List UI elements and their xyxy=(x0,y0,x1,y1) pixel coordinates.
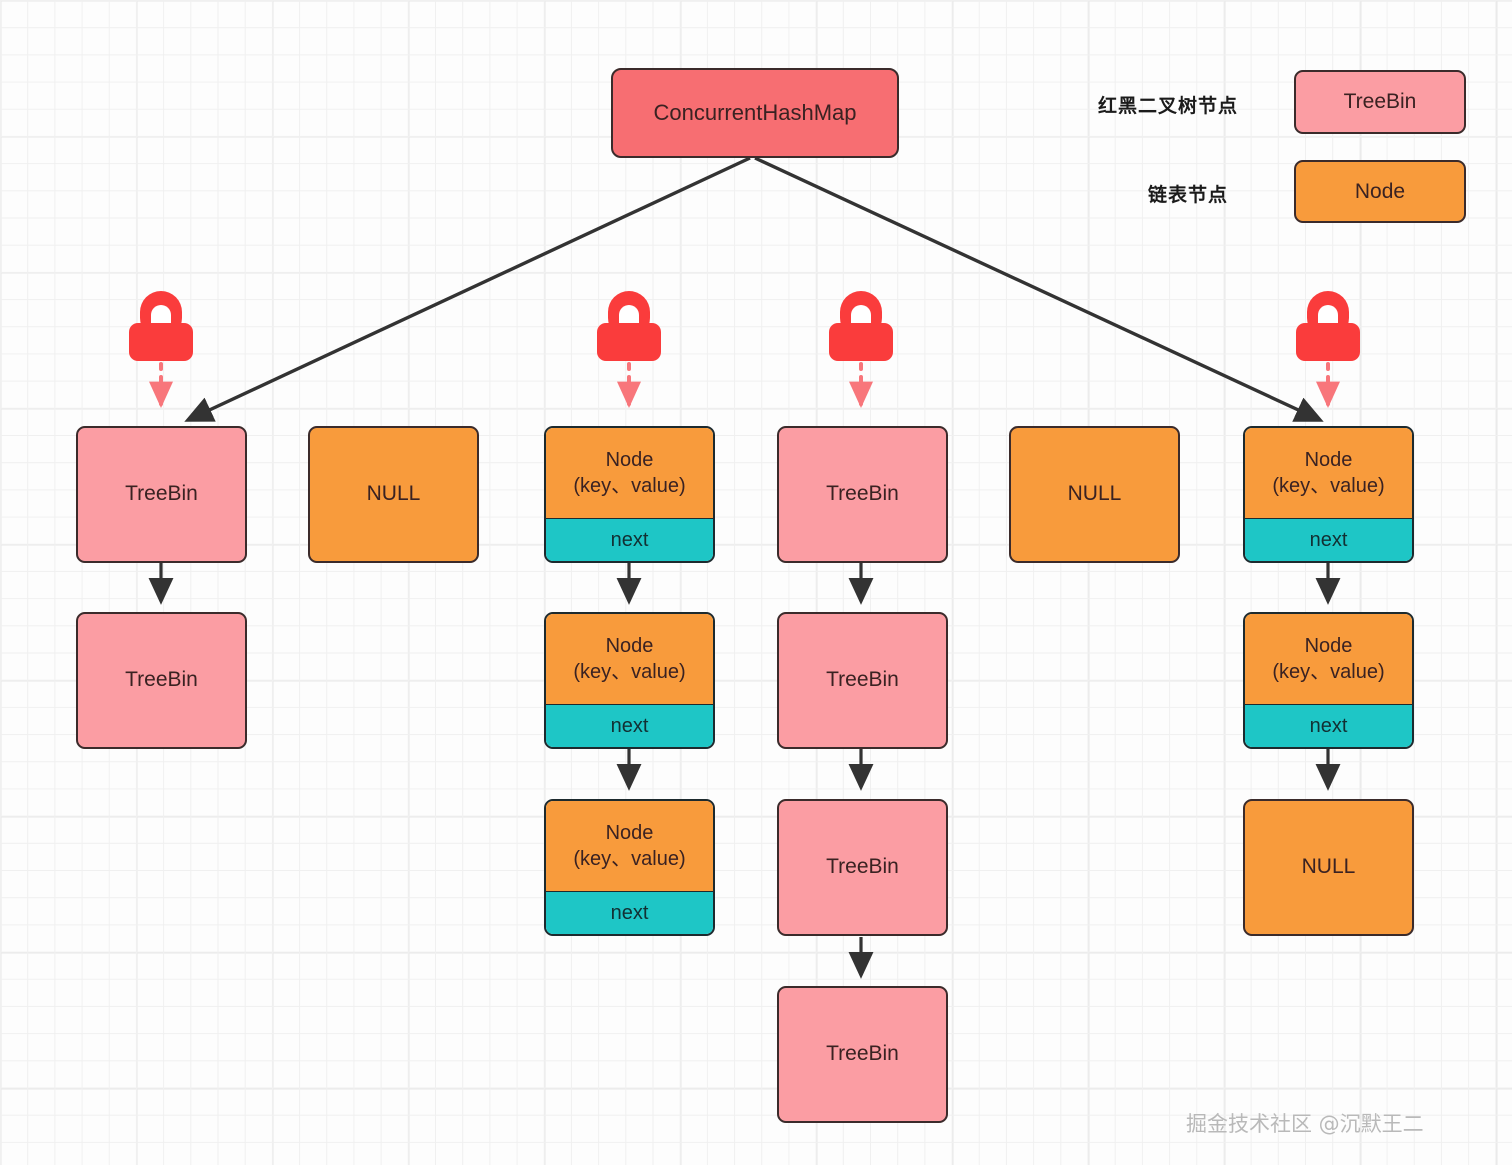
bucket-5-node-0-next: next xyxy=(1245,519,1412,561)
bucket-5-node-2-label: NULL xyxy=(1301,855,1356,879)
bucket-2-node-0-next: next xyxy=(546,519,713,561)
bucket-2-node-1[interactable]: Node (key、value) next xyxy=(544,612,715,749)
bucket-5-node-1-head: Node (key、value) xyxy=(1245,614,1412,705)
bucket-2-node-1-head: Node (key、value) xyxy=(546,614,713,705)
bucket-3-node-0-label: TreeBin xyxy=(826,482,899,506)
bucket-2-node-2[interactable]: Node (key、value) next xyxy=(544,799,715,936)
bucket-5-node-1-sub: (key、value) xyxy=(1272,661,1385,683)
bucket-0-node-0[interactable]: TreeBin xyxy=(76,426,247,563)
lock-glyph xyxy=(597,291,661,361)
bucket-0-node-0-label: TreeBin xyxy=(125,482,198,506)
bucket-5-node-1-title: Node xyxy=(1304,635,1353,657)
legend-box-node-label: Node xyxy=(1354,179,1406,203)
legend-label-treebin: 红黑二叉树节点 xyxy=(1098,96,1239,117)
bucket-3-node-3-label: TreeBin xyxy=(826,1042,899,1066)
bucket-5-node-0-sub: (key、value) xyxy=(1272,475,1385,497)
lock-glyph xyxy=(129,291,193,361)
bucket-3-node-2[interactable]: TreeBin xyxy=(777,799,948,936)
bucket-2-node-1-title: Node xyxy=(605,635,654,657)
root-label: ConcurrentHashMap xyxy=(653,99,857,125)
bucket-3-node-2-label: TreeBin xyxy=(826,855,899,879)
bucket-4-node-0[interactable]: NULL xyxy=(1009,426,1180,563)
bucket-5-node-1[interactable]: Node (key、value) next xyxy=(1243,612,1414,749)
legend-box-node: Node xyxy=(1294,160,1466,223)
bucket-3-node-1-label: TreeBin xyxy=(826,668,899,692)
lock-icon-bucket-3 xyxy=(825,287,897,365)
watermark: 掘金技术社区 @沉默王二 xyxy=(1186,1112,1424,1136)
bucket-4-node-0-label: NULL xyxy=(1067,482,1122,506)
bucket-3-node-0[interactable]: TreeBin xyxy=(777,426,948,563)
bucket-2-node-2-next: next xyxy=(546,892,713,934)
root-edge-left xyxy=(184,156,751,422)
lock-glyph xyxy=(829,291,893,361)
bucket-5-node-2[interactable]: NULL xyxy=(1243,799,1414,936)
bucket-2-node-0-sub: (key、value) xyxy=(573,475,686,497)
bucket-5-node-0-head: Node (key、value) xyxy=(1245,428,1412,519)
bucket-2-node-1-next: next xyxy=(546,705,713,747)
lock-icon-bucket-2 xyxy=(593,287,665,365)
lock-icon-bucket-5 xyxy=(1292,287,1364,365)
bucket-2-node-1-sub: (key、value) xyxy=(573,661,686,683)
bucket-2-node-0-head: Node (key、value) xyxy=(546,428,713,519)
bucket-0-node-1[interactable]: TreeBin xyxy=(76,612,247,749)
bucket-5-node-0-title: Node xyxy=(1304,449,1353,471)
bucket-1-node-0-label: NULL xyxy=(366,482,421,506)
legend-box-treebin: TreeBin xyxy=(1294,70,1466,134)
lock-glyph xyxy=(1296,291,1360,361)
legend-box-treebin-label: TreeBin xyxy=(1343,90,1417,113)
root-concurrenthashmap-box[interactable]: ConcurrentHashMap xyxy=(611,68,899,158)
bucket-2-node-0-title: Node xyxy=(605,449,654,471)
legend-label-node: 链表节点 xyxy=(1148,185,1229,206)
bucket-3-node-3[interactable]: TreeBin xyxy=(777,986,948,1123)
lock-icon-bucket-0 xyxy=(125,287,197,365)
bucket-1-node-0[interactable]: NULL xyxy=(308,426,479,563)
bucket-0-node-1-label: TreeBin xyxy=(125,668,198,692)
bucket-5-node-0[interactable]: Node (key、value) next xyxy=(1243,426,1414,563)
bucket-2-node-2-title: Node xyxy=(605,822,654,844)
bucket-2-node-0[interactable]: Node (key、value) next xyxy=(544,426,715,563)
bucket-5-node-1-next: next xyxy=(1245,705,1412,747)
bucket-2-node-2-sub: (key、value) xyxy=(573,848,686,870)
bucket-2-node-2-head: Node (key、value) xyxy=(546,801,713,892)
bucket-3-node-1[interactable]: TreeBin xyxy=(777,612,948,749)
